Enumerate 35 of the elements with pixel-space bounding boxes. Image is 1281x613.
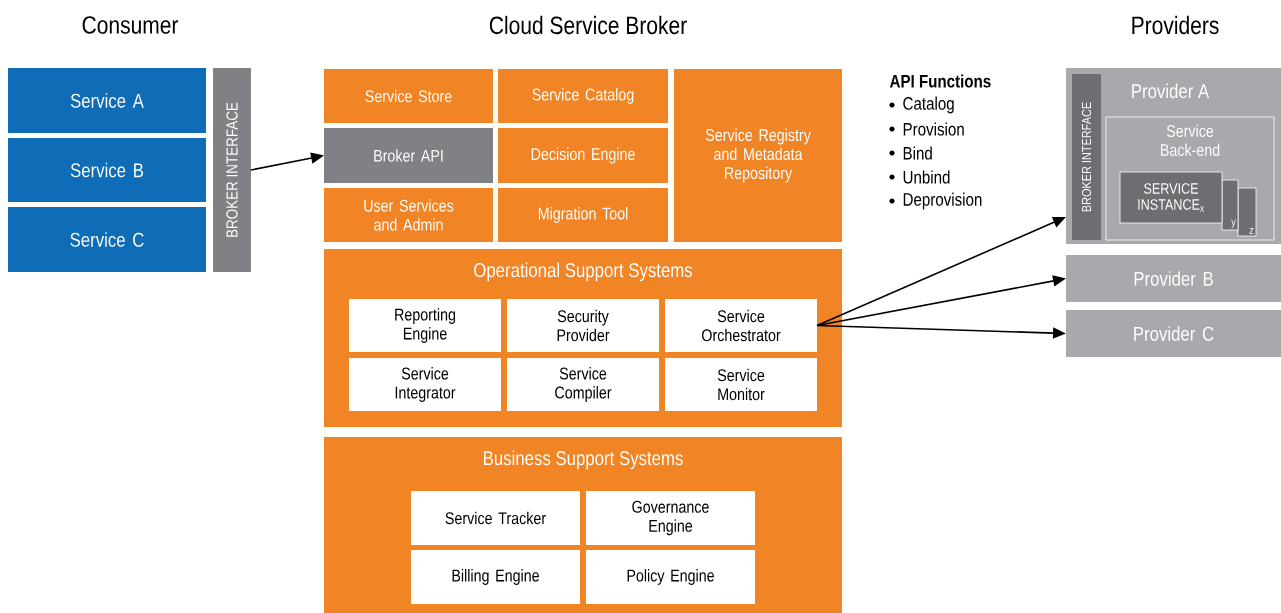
heading: Providers bbox=[1132, 15, 1219, 35]
component-box: Service Compiler bbox=[507, 358, 659, 411]
list-heading: API Functions bbox=[889, 74, 991, 88]
heading: Consumer bbox=[82, 16, 179, 34]
service-box: Service A bbox=[8, 68, 206, 133]
list-item: Deprovision bbox=[903, 192, 982, 210]
component-box: Decision Engine bbox=[498, 128, 668, 183]
component-box: Broker API bbox=[324, 128, 493, 183]
instance-card: y bbox=[1221, 179, 1239, 231]
list-item: Provision bbox=[903, 122, 964, 136]
component-box: Security Provider bbox=[507, 299, 659, 352]
heading: Cloud Service Broker bbox=[489, 15, 687, 35]
component-box: Governance Engine bbox=[586, 491, 755, 545]
component-box: Policy Engine bbox=[586, 550, 755, 604]
component-box: Service Tracker bbox=[411, 491, 580, 545]
component-box: Service Catalog bbox=[498, 69, 668, 123]
list-item: Bind bbox=[903, 146, 932, 160]
component-box: User Services and Admin bbox=[324, 188, 493, 242]
component-box: Reporting Engine bbox=[349, 299, 501, 352]
list-item: Unbind bbox=[903, 170, 950, 184]
interface-bar: BROKER INTERFACE bbox=[1072, 74, 1101, 240]
component-box: Service Integrator bbox=[349, 358, 501, 411]
component-box: Service Monitor bbox=[665, 358, 817, 411]
component-box: Service Registry and Metadata Repository bbox=[674, 69, 842, 242]
component-box: Migration Tool bbox=[498, 188, 668, 242]
provider-box: Provider B bbox=[1066, 255, 1281, 302]
provider-box: Provider C bbox=[1066, 310, 1281, 357]
component-box: Service Orchestrator bbox=[665, 299, 817, 352]
interface-bar: BROKER INTERFACE bbox=[213, 68, 251, 272]
service-box: Service B bbox=[8, 138, 206, 202]
list-item: Catalog bbox=[903, 96, 954, 114]
instance-card: z bbox=[1237, 187, 1257, 237]
component-box: Service Store bbox=[324, 69, 493, 123]
service-box: Service C bbox=[8, 207, 206, 272]
component-box: Billing Engine bbox=[411, 550, 580, 604]
